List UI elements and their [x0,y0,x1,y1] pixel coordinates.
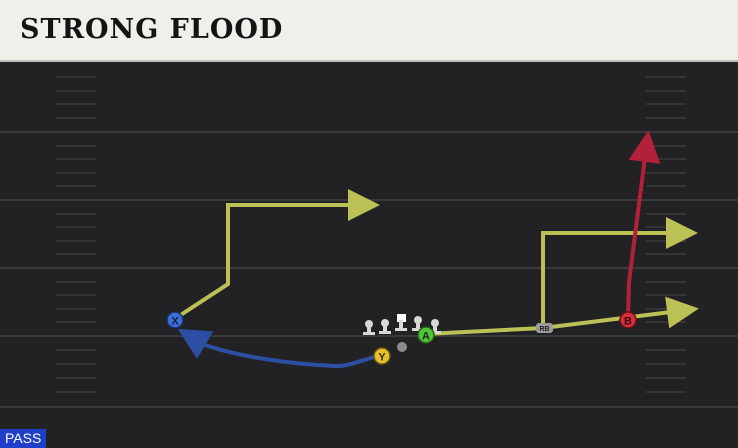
svg-text:Y: Y [378,352,386,364]
lineman [412,316,424,331]
lineman [363,320,375,335]
rb-tag: RB [536,323,553,333]
yard-lines [0,131,738,408]
offensive-line [363,314,441,335]
route-x-corner [174,189,380,320]
svg-text:B: B [624,316,632,328]
play-title: STRONG FLOOD [20,14,284,45]
svg-text:X: X [171,316,179,328]
quarterback-marker [397,342,407,352]
lineman [379,319,391,334]
play-field [0,62,738,448]
play-type-badge: PASS [0,429,47,448]
player-x[interactable]: X [166,311,184,329]
title-bar: STRONG FLOOD [0,0,738,62]
play-diagram: RB X Y A B [0,76,738,408]
lineman [429,319,441,334]
player-b[interactable]: B [619,311,637,329]
center [395,314,407,331]
route-b-go [626,130,661,319]
hash-marks-left [56,76,96,393]
player-y[interactable]: Y [373,347,391,365]
route-y-motion [177,328,382,369]
svg-text:RB: RB [539,326,549,333]
svg-text:A: A [422,331,430,343]
player-a[interactable]: A [417,326,435,344]
route-rb-out [541,217,698,328]
